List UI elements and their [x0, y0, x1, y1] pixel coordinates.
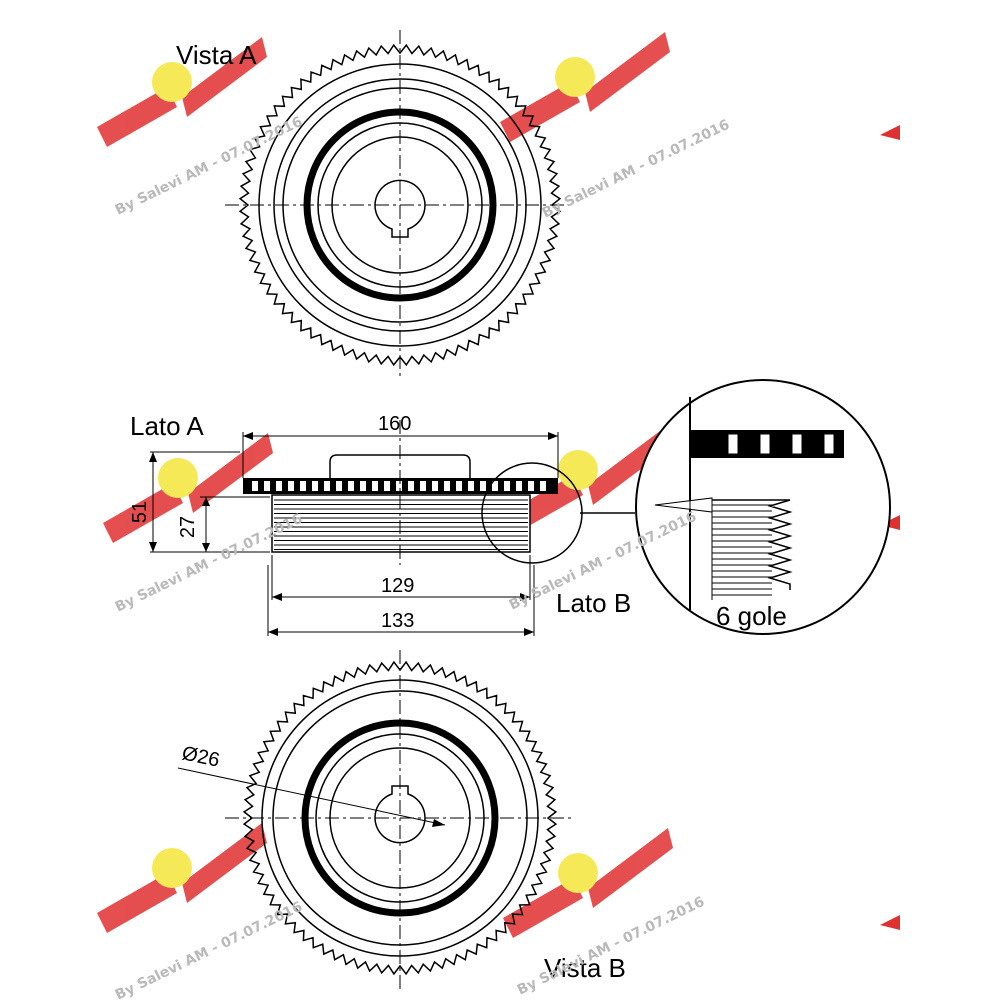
rim-slot: [300, 481, 306, 491]
watermark-text: By Salevi AM - 07.07.2016: [113, 899, 305, 1000]
dim-bore-diameter: Ø26: [180, 742, 222, 771]
rim-slot: [384, 481, 390, 491]
watermark-text: By Salevi AM - 07.07.2016: [113, 114, 305, 219]
rim-slot: [432, 481, 438, 491]
vista-b-label: Vista B: [544, 953, 626, 983]
side-view: [149, 420, 635, 636]
front-view-a: [225, 30, 575, 380]
logo-badge: [158, 458, 198, 498]
watermark-wing-fragment: [880, 915, 900, 930]
rim-slot: [312, 481, 318, 491]
dim-groove-diameter: 129: [381, 575, 414, 597]
rim-slot: [492, 481, 498, 491]
rim-slot: [348, 481, 354, 491]
rim-slots: [252, 481, 546, 491]
dim-outer-diameter: 160: [378, 413, 411, 435]
groove-detail: [635, 379, 891, 635]
logo-badge: [152, 62, 192, 102]
rim-slot: [372, 481, 378, 491]
rim-slot: [336, 481, 342, 491]
rim-slot: [288, 481, 294, 491]
gear-teeth-a: [238, 43, 562, 367]
rim-slot: [408, 481, 414, 491]
groove-profile: [712, 499, 793, 590]
rim-slot: [420, 481, 426, 491]
front-view-b: [177, 650, 575, 990]
dim-total-width: 51: [129, 501, 151, 523]
watermark-wing-fragment: [880, 125, 900, 140]
logo-badge: [152, 848, 192, 888]
rim-slot: [516, 481, 522, 491]
lato-b-label: Lato B: [556, 588, 631, 618]
vista-a-label: Vista A: [176, 40, 257, 70]
rim-slot: [252, 481, 258, 491]
logo-badge: [558, 450, 598, 490]
watermark-logo: [103, 433, 273, 543]
watermark-text: By Salevi AM - 07.07.2016: [540, 117, 732, 222]
watermark-logo: [503, 828, 673, 938]
watermark-logo: [500, 32, 670, 142]
grooves-count-label: 6 gole: [716, 601, 787, 631]
rim-slot: [264, 481, 270, 491]
detail-rim-slots: [727, 433, 835, 455]
rim-slot: [480, 481, 486, 491]
rim-slot: [360, 481, 366, 491]
groove-horizontal-lines: [654, 497, 772, 596]
dim-pulley-diameter: 133: [381, 610, 414, 632]
rim-slot: [456, 481, 462, 491]
rim-slot: [504, 481, 510, 491]
rim-slot: [540, 481, 546, 491]
gear-tooth-outline: [238, 43, 562, 367]
rim-slot: [324, 481, 330, 491]
dim-pulley-width: 27: [177, 516, 199, 538]
rim-slot: [276, 481, 282, 491]
lato-a-label: Lato A: [130, 411, 204, 441]
watermark-logo: [97, 823, 267, 933]
rim-slot: [468, 481, 474, 491]
rim-slot: [444, 481, 450, 491]
logo-badge: [555, 57, 595, 97]
logo-badge: [558, 853, 598, 893]
keyed-bore-a: [374, 179, 426, 238]
rim-slot: [528, 481, 534, 491]
rim-slot: [396, 481, 402, 491]
keyed-bore-b: [374, 785, 426, 844]
watermark-logo: [97, 37, 267, 147]
